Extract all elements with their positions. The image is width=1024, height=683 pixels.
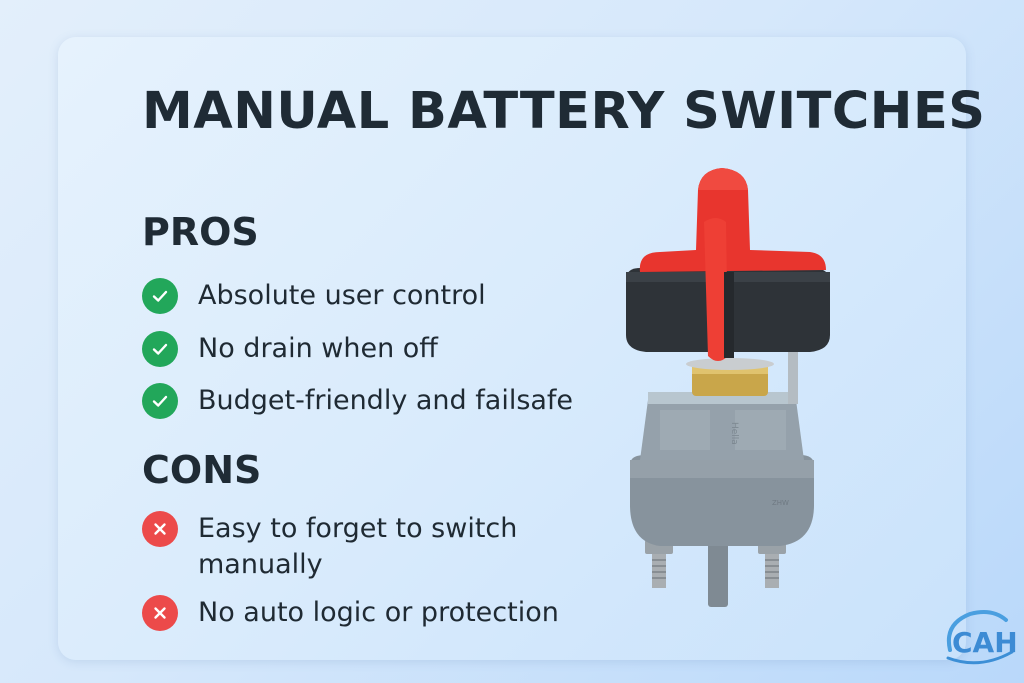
- con-item: Easy to forget to switch manually: [142, 511, 558, 583]
- con-item: No auto logic or protection: [142, 595, 618, 631]
- check-circle-icon: [142, 331, 178, 367]
- logo-text: CAH: [952, 626, 1016, 659]
- svg-text:ZHW: ZHW: [772, 499, 789, 507]
- x-circle-icon: [142, 595, 178, 631]
- battery-switch-image: Hella ZHW: [626, 168, 830, 607]
- check-circle-icon: [142, 383, 178, 419]
- con-item-label: Easy to forget to switch manually: [198, 513, 518, 580]
- cah-logo: CAH: [946, 610, 1016, 665]
- page-title: MANUAL BATTERY SWITCHES: [142, 82, 986, 141]
- pro-item-label: Absolute user control: [198, 280, 486, 311]
- pro-item: No drain when off: [142, 331, 558, 367]
- cons-heading: CONS: [142, 448, 262, 492]
- svg-text:Hella: Hella: [729, 422, 739, 445]
- check-circle-icon: [142, 278, 178, 314]
- con-item-label: No auto logic or protection: [198, 597, 559, 628]
- x-circle-icon: [142, 511, 178, 547]
- pros-heading: PROS: [142, 210, 259, 254]
- pro-item: Absolute user control: [142, 278, 558, 314]
- pro-item-label: No drain when off: [198, 333, 438, 364]
- pro-item: Budget-friendly and failsafe: [142, 383, 618, 419]
- pro-item-label: Budget-friendly and failsafe: [198, 385, 574, 416]
